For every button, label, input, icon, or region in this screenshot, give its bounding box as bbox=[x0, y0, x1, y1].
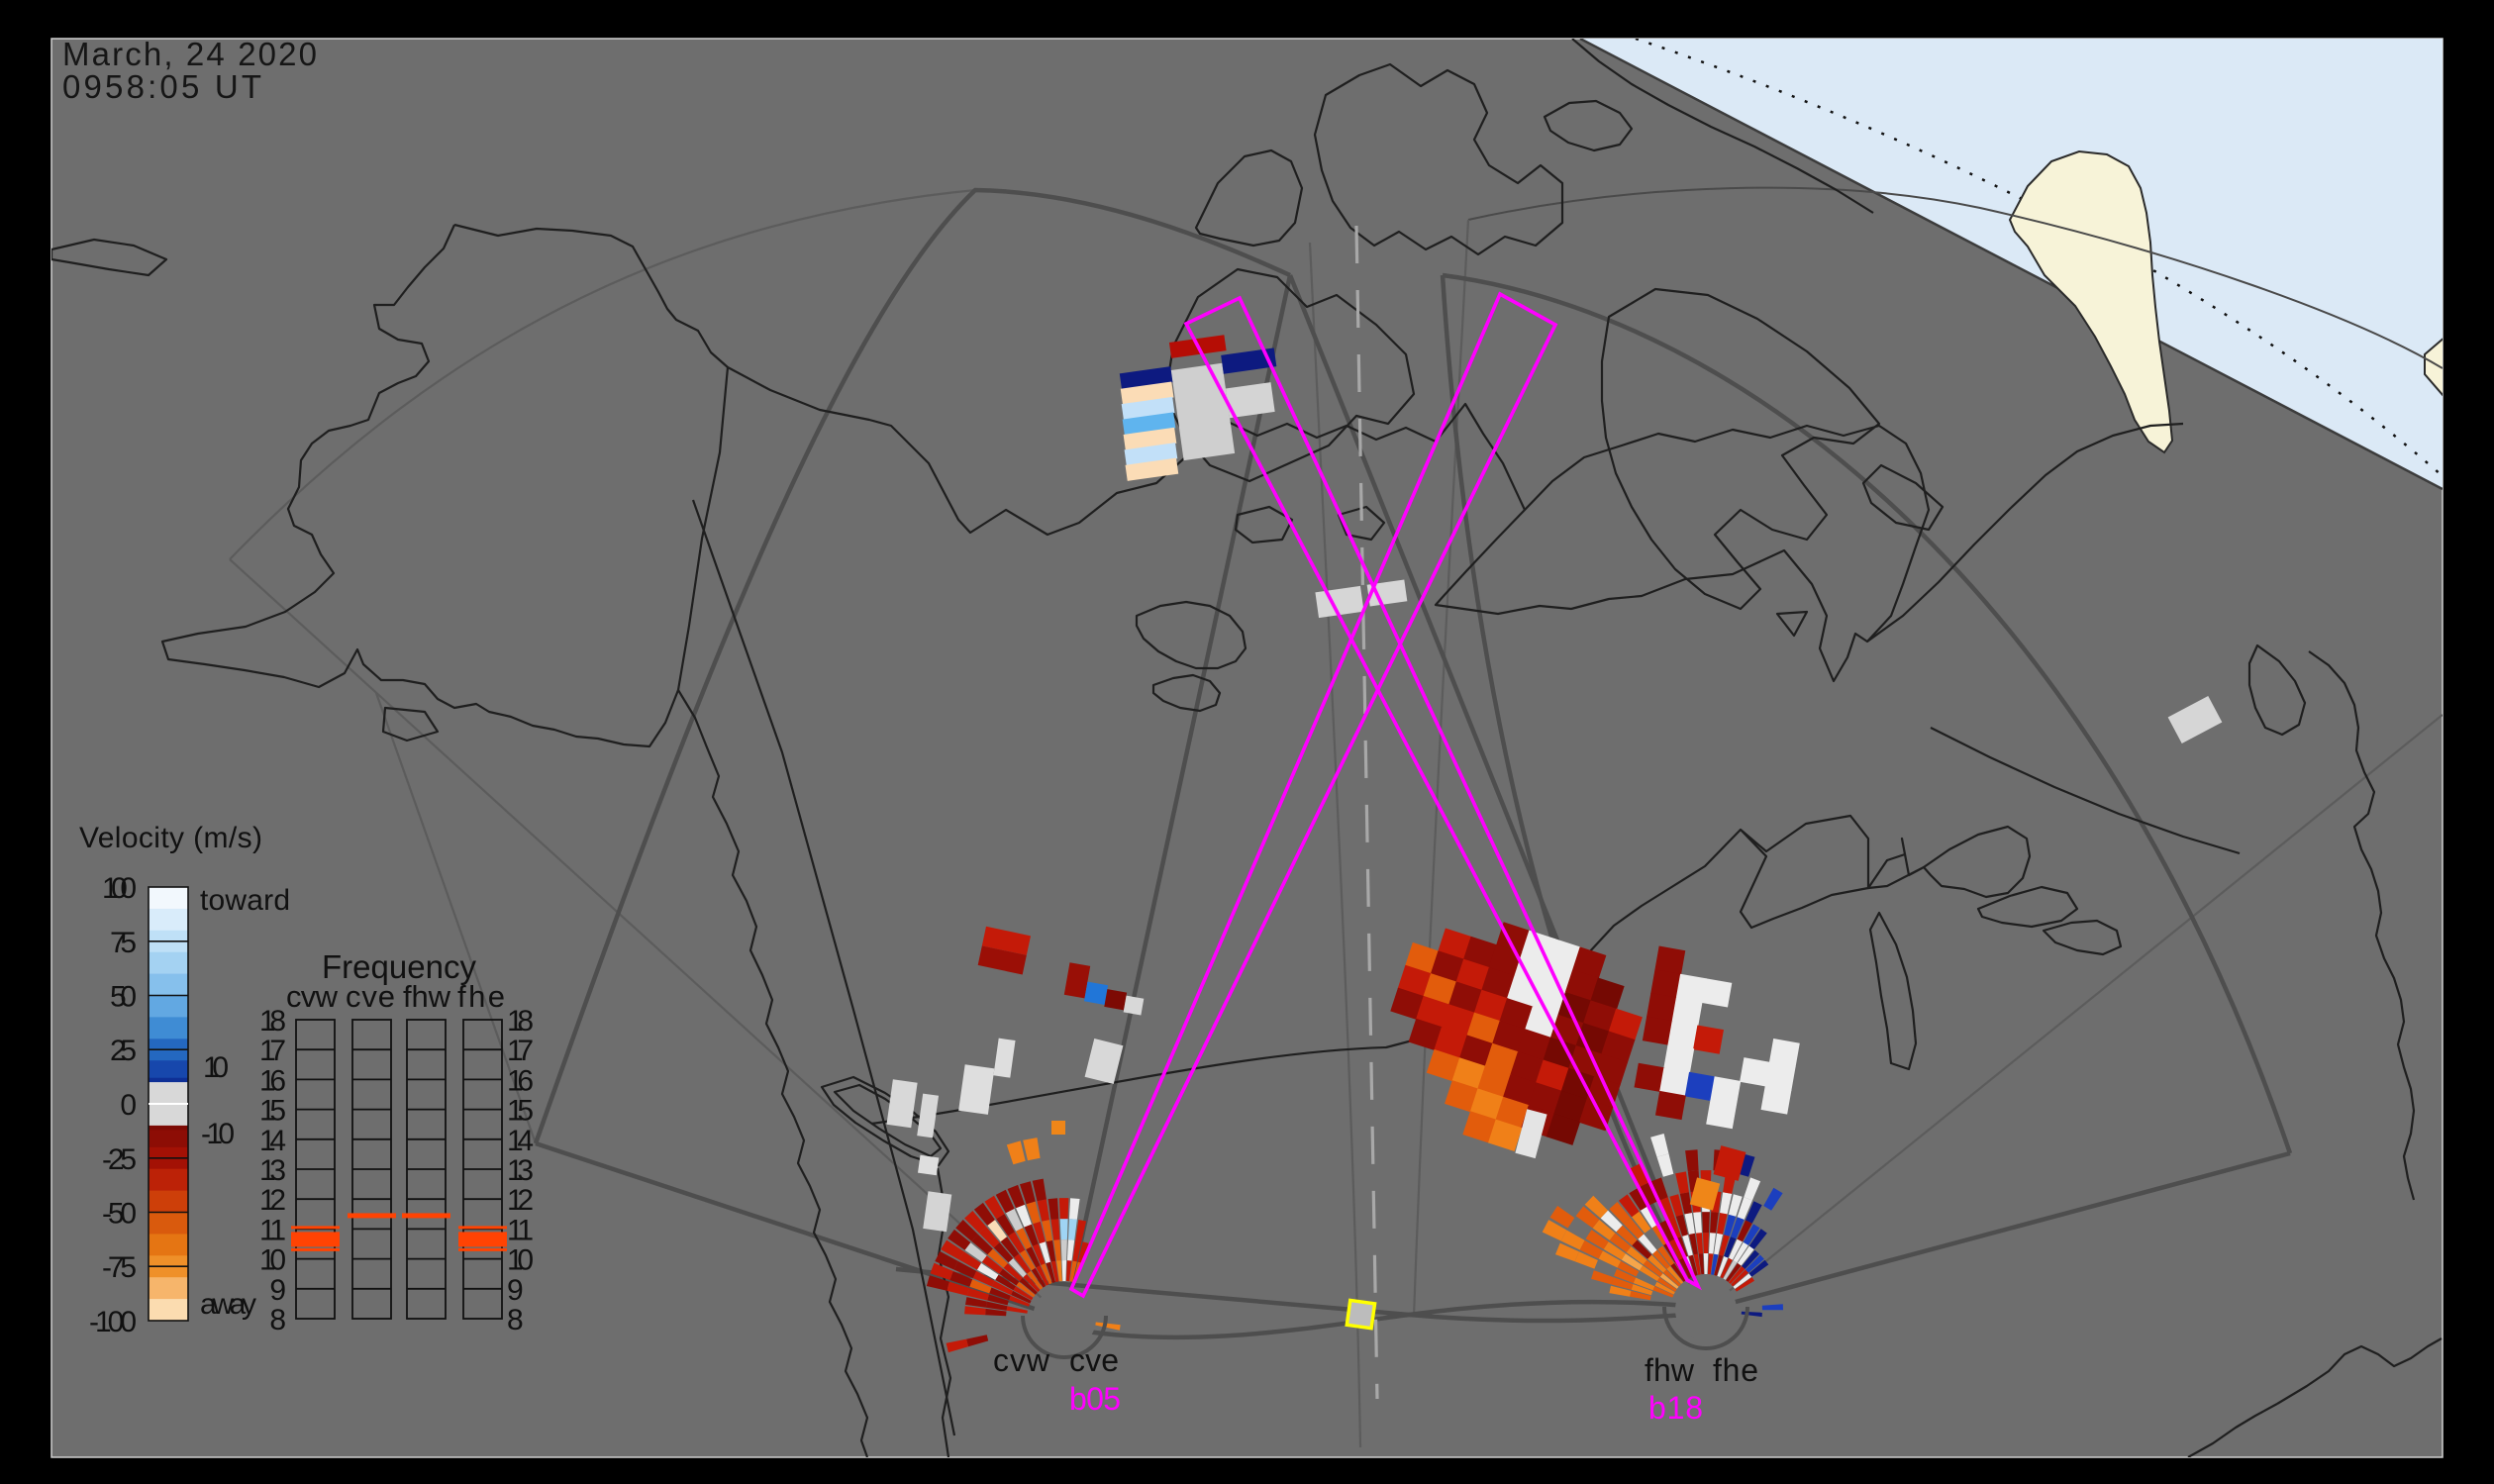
svg-text:fhw: fhw bbox=[403, 979, 451, 1014]
svg-text:-25: -25 bbox=[102, 1143, 137, 1176]
svg-text:Velocity (m/s): Velocity (m/s) bbox=[79, 822, 262, 854]
svg-text:14: 14 bbox=[259, 1125, 286, 1157]
svg-text:17: 17 bbox=[507, 1035, 534, 1067]
svg-text:fhe: fhe bbox=[1713, 1352, 1758, 1388]
svg-text:16: 16 bbox=[259, 1064, 286, 1097]
svg-text:100: 100 bbox=[102, 872, 137, 905]
svg-text:75: 75 bbox=[110, 927, 137, 959]
svg-text:12: 12 bbox=[507, 1184, 534, 1217]
svg-text:cve: cve bbox=[346, 979, 395, 1014]
svg-text:0: 0 bbox=[120, 1089, 137, 1122]
svg-text:10: 10 bbox=[259, 1244, 286, 1277]
svg-text:toward: toward bbox=[200, 884, 290, 917]
svg-text:9: 9 bbox=[269, 1274, 286, 1307]
svg-text:8: 8 bbox=[269, 1304, 286, 1336]
svg-text:away: away bbox=[200, 1288, 256, 1321]
svg-text:-50: -50 bbox=[102, 1198, 137, 1231]
svg-text:Frequency: Frequency bbox=[322, 948, 477, 985]
svg-text:15: 15 bbox=[507, 1095, 534, 1128]
svg-text:11: 11 bbox=[507, 1214, 534, 1246]
svg-text:b05: b05 bbox=[1069, 1381, 1121, 1417]
svg-text:13: 13 bbox=[259, 1154, 286, 1187]
svg-text:-75: -75 bbox=[102, 1251, 137, 1284]
svg-text:fhw: fhw bbox=[1645, 1352, 1695, 1388]
svg-text:12: 12 bbox=[259, 1184, 286, 1217]
svg-text:14: 14 bbox=[507, 1125, 534, 1157]
svg-text:13: 13 bbox=[507, 1154, 534, 1187]
svg-text:11: 11 bbox=[259, 1214, 286, 1246]
svg-text:50: 50 bbox=[110, 981, 137, 1014]
svg-text:18: 18 bbox=[259, 1005, 286, 1038]
svg-text:cvw: cvw bbox=[993, 1342, 1050, 1378]
svg-text:cve: cve bbox=[1069, 1342, 1119, 1378]
svg-text:cvw: cvw bbox=[286, 979, 339, 1014]
svg-text:9: 9 bbox=[507, 1274, 524, 1307]
svg-text:-100: -100 bbox=[89, 1306, 137, 1338]
svg-text:10: 10 bbox=[507, 1244, 534, 1277]
svg-text:fhe: fhe bbox=[457, 979, 505, 1014]
svg-text:17: 17 bbox=[259, 1035, 286, 1067]
svg-text:March, 24 2020: March, 24 2020 bbox=[62, 36, 317, 72]
svg-text:15: 15 bbox=[259, 1095, 286, 1128]
svg-text:b18: b18 bbox=[1648, 1390, 1703, 1426]
svg-text:8: 8 bbox=[507, 1304, 524, 1336]
svg-text:16: 16 bbox=[507, 1064, 534, 1097]
svg-text:10: 10 bbox=[203, 1051, 229, 1084]
svg-text:0958:05 UT: 0958:05 UT bbox=[62, 68, 261, 105]
svg-text:25: 25 bbox=[110, 1035, 137, 1067]
svg-text:-10: -10 bbox=[201, 1118, 235, 1150]
svg-text:18: 18 bbox=[507, 1005, 534, 1038]
